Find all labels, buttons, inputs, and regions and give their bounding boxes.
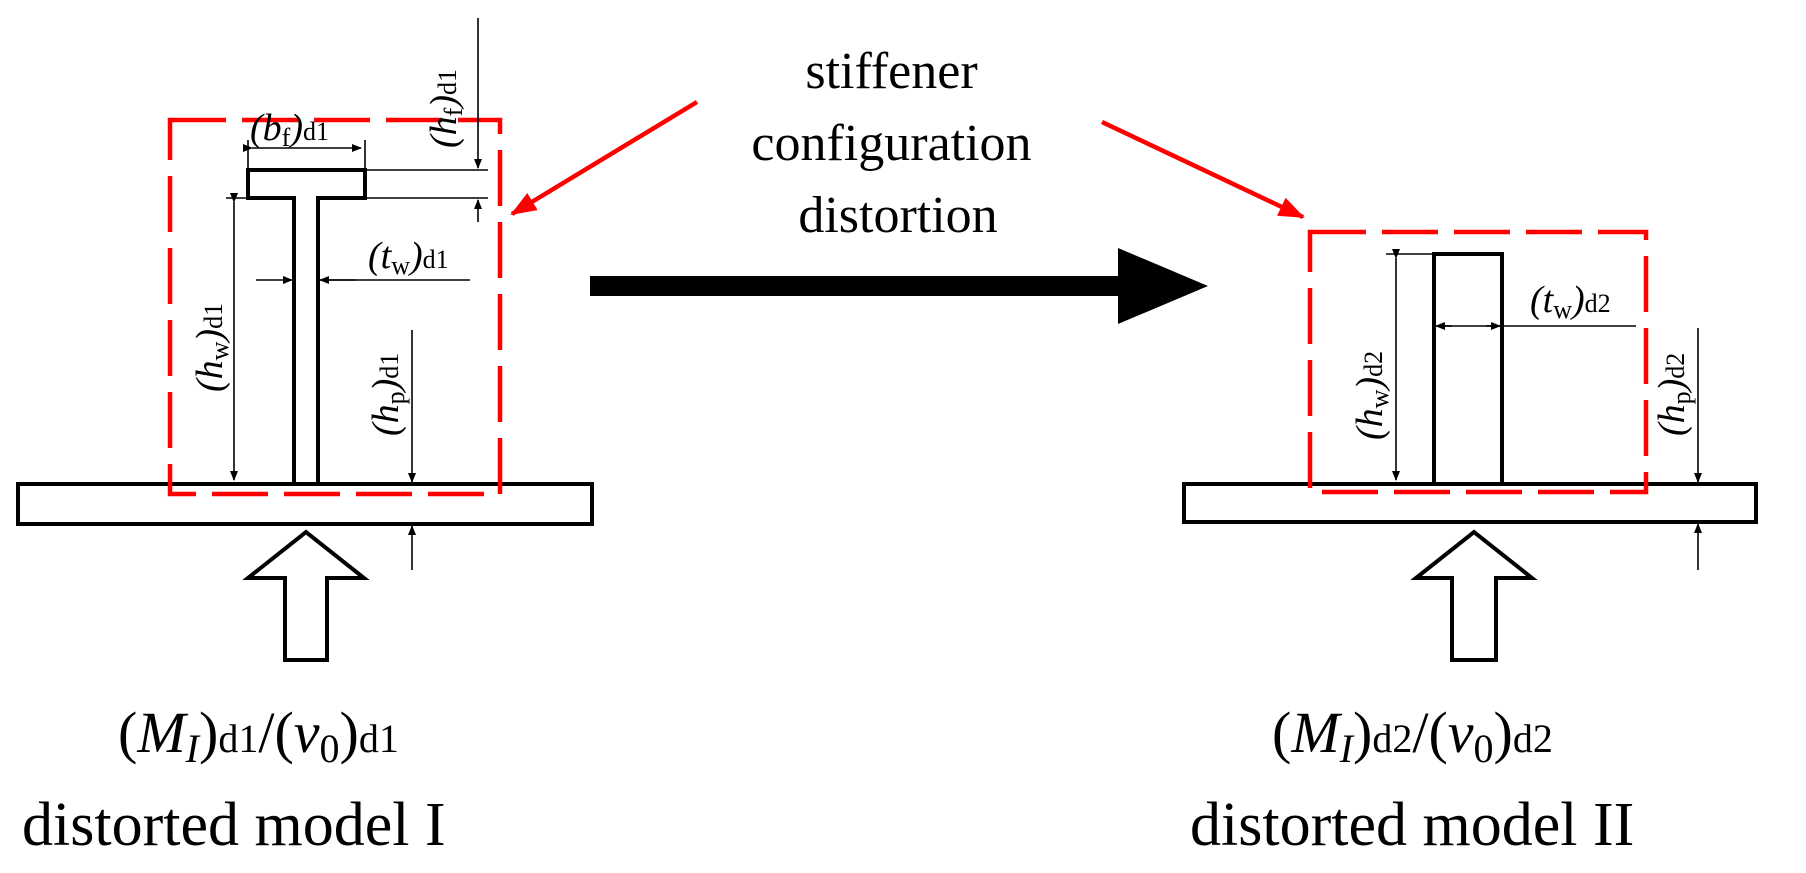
model-1-t-stiffener bbox=[246, 168, 367, 484]
model-2-ratio-label: (MI)d2/(v0)d2 bbox=[1272, 700, 1553, 771]
center-annotation: stiffener configuration distortion bbox=[510, 43, 1305, 324]
model-2-boundary bbox=[1307, 229, 1649, 495]
model-1-tw-label: (tw)d1 bbox=[368, 235, 449, 280]
model-1-bf-label: (bf)d1 bbox=[250, 107, 329, 152]
model-2-hw-label: (hw)d2 bbox=[1349, 351, 1394, 440]
model-1-hp-label: (hp)d1 bbox=[365, 353, 410, 436]
model-2-hp-label: (hp)d2 bbox=[1651, 353, 1696, 436]
model-1-caption: distorted model I bbox=[22, 791, 446, 859]
model-2-tw-label: (tw)d2 bbox=[1530, 279, 1611, 324]
transform-arrow bbox=[590, 248, 1208, 324]
model-1-hf-label: (hf)d1 bbox=[423, 69, 468, 148]
model-2-flat-stiffener bbox=[1432, 252, 1504, 484]
model-1-plate bbox=[16, 482, 594, 526]
pointer-arrow-right bbox=[1101, 119, 1305, 220]
model-2-caption: distorted model II bbox=[1190, 791, 1634, 859]
model-1-ratio-label: (MI)d1/(v0)d1 bbox=[118, 700, 399, 771]
model-1-hw-label: (hw)d1 bbox=[189, 303, 234, 392]
model-1: (bf)d1 (hf)d1 (tw)d1 (hw)d1 (hp)d1 (MI)d… bbox=[16, 18, 594, 859]
model-2-plate bbox=[1182, 482, 1758, 524]
model-2-load-arrow bbox=[1410, 529, 1538, 662]
model-1-load-arrow bbox=[242, 529, 370, 662]
pointer-arrow-left bbox=[510, 100, 699, 216]
model-2: (hw)d2 (tw)d2 (hp)d2 (MI)d2/(v0)d2 disto… bbox=[1182, 229, 1758, 859]
model-1-boundary bbox=[167, 117, 503, 497]
annotation-text: stiffener configuration distortion bbox=[751, 43, 1044, 244]
